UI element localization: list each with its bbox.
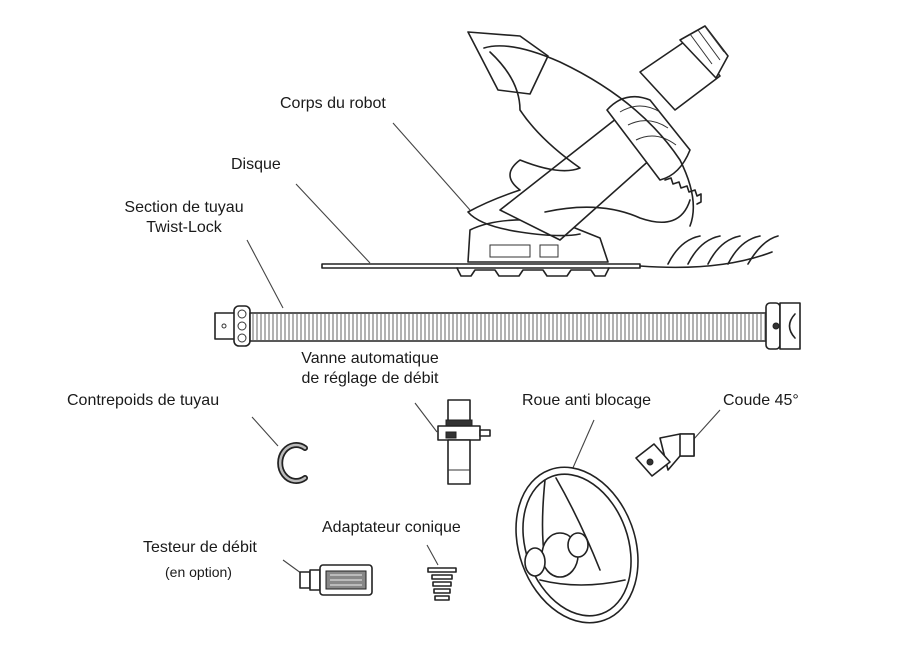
elbow-45-illustration xyxy=(635,433,695,477)
hose-left-cuff xyxy=(233,305,251,347)
hose-ribs xyxy=(252,314,766,340)
tester-neck xyxy=(309,569,321,591)
valve-knob xyxy=(479,429,491,437)
housing-window-2 xyxy=(539,244,559,258)
cuff-ring xyxy=(237,333,247,343)
flow-valve-illustration xyxy=(437,399,491,485)
cap-ridges xyxy=(689,27,725,65)
valve-band xyxy=(445,419,473,427)
elbow-end xyxy=(679,433,695,457)
tester-grid xyxy=(330,574,362,586)
wire-frame-zigzag xyxy=(467,51,581,237)
leader-coude xyxy=(692,409,721,441)
valve-mark xyxy=(445,431,457,439)
cuff-ring xyxy=(237,321,247,331)
flow-tester-illustration xyxy=(299,564,373,596)
label-disque: Disque xyxy=(231,156,281,173)
label-vanne: Vanne automatique de réglage de débit xyxy=(280,349,460,389)
cuff-ring xyxy=(237,309,247,319)
robot-body-illustration xyxy=(321,25,779,277)
gear-teeth xyxy=(664,177,702,205)
adapter-ring xyxy=(431,574,453,580)
leader-contrepoids xyxy=(251,416,279,447)
disc-shape xyxy=(321,263,641,269)
counterweight-illustration xyxy=(277,442,308,484)
elbow-coupling xyxy=(635,443,671,477)
label-coude: Coude 45° xyxy=(723,392,799,409)
valve-body xyxy=(437,425,481,441)
tester-nozzle xyxy=(299,571,311,589)
rear-fins xyxy=(667,235,779,265)
leader-adaptateur xyxy=(426,544,439,566)
label-adaptateur: Adaptateur conique xyxy=(322,519,461,536)
leader-vanne xyxy=(414,402,438,433)
label-contrepoids: Contrepoids de tuyau xyxy=(67,392,220,409)
leader-section xyxy=(246,239,284,309)
wheel-hub-cap xyxy=(524,547,546,577)
adapter-lip xyxy=(427,567,457,573)
anti-block-wheel-illustration xyxy=(515,466,639,624)
tube-collar xyxy=(606,95,691,181)
adapter-ring xyxy=(434,595,450,601)
hose-section-illustration xyxy=(214,302,801,350)
label-section-line1: Section de tuyau xyxy=(124,199,244,216)
wheel-axle xyxy=(567,532,589,558)
fin-base xyxy=(639,251,773,269)
adapter-ring xyxy=(432,581,452,587)
conical-adapter-illustration xyxy=(427,567,457,601)
label-testeur-line1: Testeur de débit xyxy=(143,539,257,556)
label-roue: Roue anti blocage xyxy=(522,392,651,409)
valve-top xyxy=(447,399,471,423)
adapter-ring xyxy=(433,588,451,594)
label-section-tuyau: Section de tuyau Twist-Lock xyxy=(104,198,264,238)
housing-window xyxy=(489,244,531,258)
hose-plug-hole xyxy=(221,323,227,329)
base-feet xyxy=(456,267,610,277)
label-testeur-line2: (en option) xyxy=(165,564,232,580)
leader-disque xyxy=(295,183,371,264)
valve-bottom xyxy=(447,439,471,485)
elbow-pin xyxy=(646,458,654,466)
leader-corps xyxy=(392,122,471,211)
robot-head xyxy=(467,31,549,95)
hose-left-plug xyxy=(214,312,236,340)
wire-frame-lower xyxy=(544,199,691,224)
outlet-cap xyxy=(679,25,729,79)
label-vanne-line1: Vanne automatique xyxy=(301,350,439,367)
label-section-line2: Twist-Lock xyxy=(146,219,222,236)
leader-roue xyxy=(571,419,595,471)
twist-lock-glyph xyxy=(788,313,796,339)
label-vanne-line2: de réglage de débit xyxy=(301,370,439,387)
lock-pin xyxy=(772,322,780,330)
label-corps-du-robot: Corps du robot xyxy=(280,95,386,112)
